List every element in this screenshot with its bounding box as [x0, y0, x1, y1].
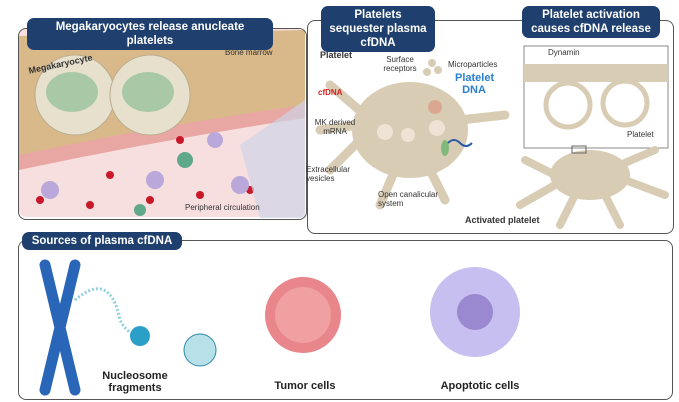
activated-platelet-illustration [516, 45, 669, 229]
activation-panel-title: Platelet activation causes cfDNA release [522, 6, 660, 38]
activation-platelet-label: Platelet [627, 130, 654, 139]
sequester-panel-title: Platelets sequester plasma cfDNA [321, 6, 435, 52]
mk-mrna-label: MK derived mRNA [314, 118, 356, 136]
extracellular-vesicles-label: Extracellular vesicles [306, 165, 351, 183]
surface-receptors-label: Surface receptors [383, 55, 417, 73]
bone-marrow-label: Bone marrow [225, 48, 273, 57]
sources-illustration [39, 259, 520, 396]
microparticles-label: Microparticles [448, 60, 498, 69]
ocs-label: Open canalicular system [378, 190, 439, 208]
sources-panel-title: Sources of plasma cfDNA [22, 232, 182, 250]
activated-platelet-label: Activated platelet [465, 215, 540, 225]
cfdna-label: cfDNA [318, 88, 343, 97]
tumor-cells-label: Tumor cells [274, 380, 336, 392]
dynamin-label: Dynamin [548, 48, 580, 57]
sources-panel [18, 240, 673, 400]
megakaryocyte-panel-title: Megakaryocytes release anucleate platele… [27, 18, 273, 50]
platelet-dna-label: Platelet DNA [455, 72, 495, 96]
platelet-label: Platelet [320, 50, 353, 60]
sequester-panel [307, 20, 674, 234]
nucleosome-label: Nucleosome fragments [102, 370, 168, 394]
bone-marrow-scene [19, 29, 305, 218]
apoptotic-cells-label: Apoptotic cells [440, 380, 520, 392]
peripheral-circulation-label: Peripheral circulation [185, 203, 260, 212]
platelet-illustration [315, 59, 510, 210]
